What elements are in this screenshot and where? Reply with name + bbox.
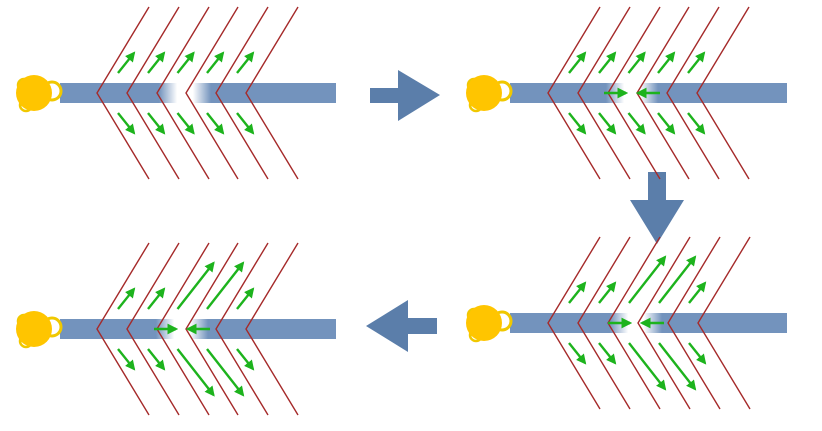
green-arrow-icon — [627, 112, 646, 135]
green-arrow-icon — [657, 112, 676, 135]
chevron-wave-icon — [156, 6, 210, 180]
green-arrow-icon — [598, 342, 617, 365]
yellow-bead-icon — [466, 75, 513, 113]
green-arrow-icon — [628, 342, 667, 391]
chevron-wave-icon — [215, 242, 269, 416]
chevron-wave-icon — [96, 242, 150, 416]
green-arrow-icon — [568, 51, 587, 74]
chevron-wave-icon — [697, 236, 751, 410]
chevron-wave-icon — [577, 236, 631, 410]
chevron-wave-icon — [666, 6, 720, 180]
chevron-wave-icon — [577, 6, 631, 180]
green-arrow-icon — [687, 112, 706, 135]
blue-flow-arrow-icon — [370, 70, 440, 121]
green-arrow-icon — [176, 261, 215, 310]
green-arrow-icon — [236, 51, 255, 74]
green-arrow-icon — [117, 112, 136, 135]
panel-top-left — [16, 6, 336, 180]
green-arrow-icon — [176, 51, 195, 74]
green-arrow-icon — [687, 51, 706, 74]
green-arrow-icon — [147, 287, 166, 310]
chevron-wave-icon — [126, 242, 180, 416]
chevron-wave-icon — [126, 6, 180, 180]
chevron-wave-icon — [185, 6, 239, 180]
blue-flow-arrow-icon — [366, 300, 437, 352]
panel-top-right — [466, 6, 787, 180]
green-arrow-icon — [568, 342, 587, 365]
chevron-wave-icon — [96, 6, 150, 180]
rod-gap — [159, 83, 211, 103]
chevron-wave-icon — [637, 236, 691, 410]
green-arrow-icon — [658, 342, 697, 391]
green-arrow-icon — [628, 255, 667, 304]
green-arrow-icon — [236, 112, 255, 135]
green-arrow-icon — [206, 112, 225, 135]
flow-arrows — [366, 70, 684, 352]
green-arrow-icon — [176, 348, 215, 397]
green-arrow-icon — [598, 112, 617, 135]
blue-flow-arrow-icon — [630, 172, 684, 244]
green-arrow-icon — [568, 112, 587, 135]
yellow-bead-icon — [466, 305, 513, 343]
yellow-bead-icon — [16, 311, 63, 349]
chevron-wave-icon — [696, 6, 750, 180]
chevron-wave-icon — [245, 6, 299, 180]
green-arrow-icon — [236, 348, 255, 371]
green-arrow-icon — [206, 51, 225, 74]
chevron-wave-icon — [547, 6, 601, 180]
panel-bottom-left — [16, 242, 336, 416]
green-arrow-icon — [147, 112, 166, 135]
yellow-bead-icon — [16, 75, 63, 113]
green-arrow-icon — [657, 51, 676, 74]
green-arrow-icon — [117, 287, 136, 310]
chevron-wave-icon — [547, 236, 601, 410]
green-arrow-icon — [176, 112, 195, 135]
green-arrow-icon — [147, 348, 166, 371]
green-arrow-icon — [206, 261, 245, 310]
panel-bottom-right — [466, 236, 787, 410]
chevron-wave-icon — [245, 242, 299, 416]
green-arrow-icon — [117, 51, 136, 74]
green-arrow-icon — [117, 348, 136, 371]
green-arrow-icon — [627, 51, 646, 74]
green-arrow-icon — [598, 51, 617, 74]
green-arrow-icon — [568, 281, 587, 304]
green-arrow-icon — [598, 281, 617, 304]
green-arrow-icon — [688, 281, 707, 304]
chevron-wave-icon — [215, 6, 269, 180]
green-arrow-icon — [658, 255, 697, 304]
chevron-wave-icon — [667, 236, 721, 410]
green-arrow-icon — [688, 342, 707, 365]
green-arrow-icon — [147, 51, 166, 74]
green-arrow-icon — [206, 348, 245, 397]
green-arrow-icon — [236, 287, 255, 310]
